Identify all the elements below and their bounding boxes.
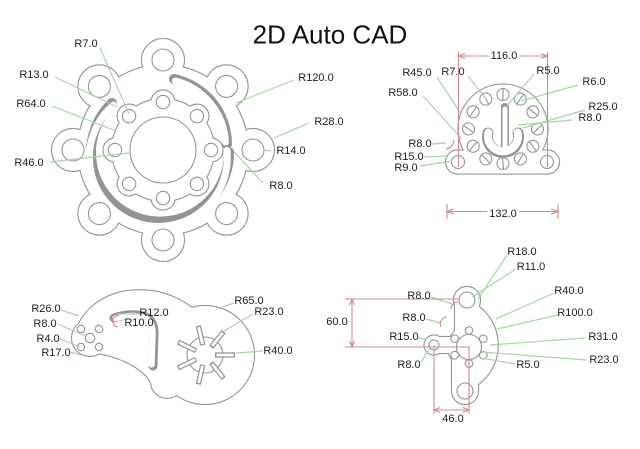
dim-label-r8c: R8.0 (408, 138, 432, 150)
dim-label-r100: R100.0 (557, 307, 593, 319)
dim-label-132: 132.0 (487, 208, 519, 220)
dim-label-r40b: R40.0 (554, 285, 584, 297)
dim-label-r4: R4.0 (36, 333, 60, 345)
dim-label-r12: R12.0 (139, 307, 169, 319)
dim-label-r58: R58.0 (388, 87, 418, 99)
dim-label-r5: R5.0 (536, 65, 560, 77)
dim-label-r26: R26.0 (31, 303, 61, 315)
dim-label-r13: R13.0 (19, 69, 49, 81)
dim-label-116: 116.0 (488, 50, 520, 62)
page-title: 2D Auto CAD (252, 19, 408, 50)
dim-label-r8d: R8.0 (33, 318, 57, 330)
dim-label-r7b: R7.0 (441, 66, 465, 78)
dim-label-r31: R31.0 (588, 331, 618, 343)
dim-label-r8e: R8.0 (407, 290, 431, 302)
dim-label-r17: R17.0 (41, 347, 71, 359)
dim-label-r46: R46.0 (14, 157, 44, 169)
dim-label-r18: R18.0 (507, 246, 537, 258)
dim-label-46: 46.0 (440, 413, 466, 425)
flange-bore (129, 116, 197, 184)
dim-label-r11: R11.0 (516, 261, 546, 273)
dim-label-r40: R40.0 (263, 345, 293, 357)
part-cam-lever (70, 289, 256, 406)
part-slotted-hub-bracket (444, 83, 561, 175)
part-rocker-bracket (423, 285, 499, 406)
dim-label-r65: R65.0 (234, 295, 264, 307)
part-eight-lobe-flange (50, 37, 276, 263)
dim-label-r15: R15.0 (394, 151, 424, 163)
dim-label-r5b: R5.0 (516, 359, 540, 371)
dim-label-r7: R7.0 (74, 38, 98, 50)
dim-label-r8: R8.0 (269, 180, 293, 192)
dim-label-r14: R14.0 (276, 145, 306, 157)
dim-label-r28: R28.0 (314, 116, 344, 128)
dim-label-r15b: R15.0 (389, 331, 419, 343)
dim-label-60: 60.0 (324, 316, 350, 328)
dim-label-r120: R120.0 (298, 72, 334, 84)
dim-label-r10: R10.0 (124, 317, 154, 329)
dim-label-r8b: R8.0 (578, 112, 602, 124)
dim-label-r9: R9.0 (394, 162, 418, 174)
dim-label-r25: R25.0 (588, 101, 618, 113)
dim-label-r8g: R8.0 (397, 359, 421, 371)
dim-label-r23b: R23.0 (589, 354, 619, 366)
dim-label-r8f: R8.0 (402, 312, 426, 324)
dim-label-r6: R6.0 (582, 76, 606, 88)
dim-label-r64: R64.0 (16, 98, 46, 110)
dim-label-r23: R23.0 (254, 306, 284, 318)
dim-label-r45: R45.0 (402, 67, 432, 79)
leader-lines (49, 47, 587, 365)
